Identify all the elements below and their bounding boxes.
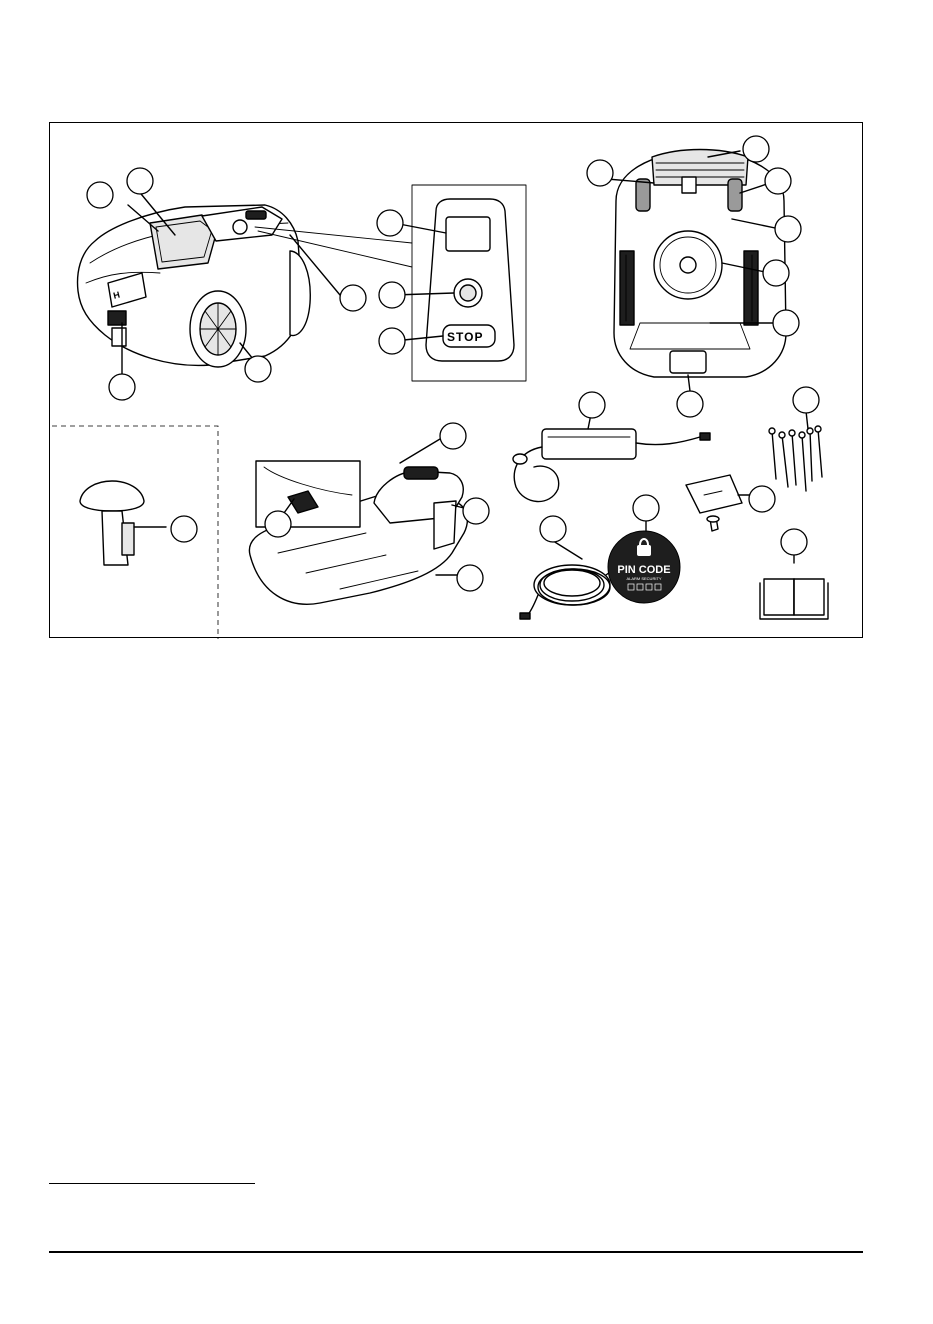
callout-marker [773,310,799,336]
plate-and-screw [686,475,750,531]
callout-marker [749,486,775,512]
callout-marker [743,136,769,162]
callout-marker [245,356,271,382]
callout-marker [377,210,403,236]
callout-marker [793,387,819,413]
callout-marker [587,160,613,186]
footer-rule [49,1251,863,1253]
callout-marker [265,511,291,537]
power-supply-illustration [513,409,710,502]
pin-code-decal: PIN CODE ALARM SECURITY [608,521,680,603]
callout-marker [763,260,789,286]
pin-code-title: PIN CODE [617,564,670,576]
product-overview-illustration: H STOP [50,123,864,639]
callout-marker [127,168,153,194]
product-overview-figure: H STOP [49,122,863,638]
callout-marker [379,328,405,354]
callout-marker [781,529,807,555]
manual-book-icon [760,553,828,619]
pin-code-subtitle: ALARM SECURITY [626,576,661,581]
robotic-mower-illustration: H [78,183,340,375]
mower-underside-illustration [595,150,786,392]
callout-marker [379,282,405,308]
callout-marker [540,516,566,542]
callout-marker [87,182,113,208]
stop-button-label: STOP [447,330,483,344]
callout-marker [340,285,366,311]
callout-marker [440,423,466,449]
callout-marker [171,516,197,542]
stakes-illustration [769,411,822,491]
callout-marker [463,498,489,524]
footnote-rule [49,1183,255,1184]
callout-marker [457,565,483,591]
callout-marker [109,374,135,400]
callout-marker [579,392,605,418]
callout-marker [677,391,703,417]
callout-marker [775,216,801,242]
callout-marker [765,168,791,194]
callout-marker [633,495,659,521]
